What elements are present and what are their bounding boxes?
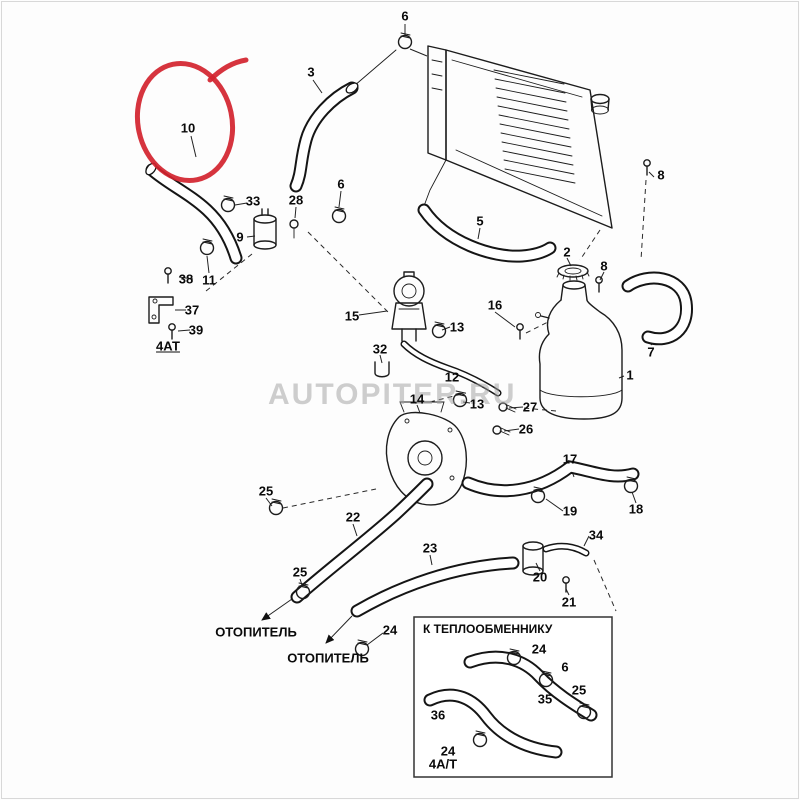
water-outlet-housing	[385, 401, 468, 506]
clamp-6-icon	[397, 32, 413, 50]
watermark: AUTOPITER.RU	[268, 378, 517, 411]
part-label-13: 13	[449, 319, 465, 335]
part-label-33: 33	[245, 193, 261, 209]
part-label-11: 11	[202, 272, 216, 288]
part-label-6: 6	[337, 176, 345, 192]
part-label-24: 24	[531, 641, 547, 657]
caption: 4АТ	[156, 338, 180, 354]
part-label-39: 39	[188, 322, 204, 338]
clamp-6-icon	[331, 206, 347, 224]
sensor-26	[492, 425, 511, 436]
bolt-39-icon	[168, 323, 176, 340]
assembly-dashed-lines	[205, 179, 647, 612]
part-label-38: 38	[178, 271, 194, 287]
part-label-26: 26	[518, 421, 534, 437]
part-label-28: 28	[288, 192, 304, 208]
part-label-22: 22	[345, 509, 361, 525]
caption: ОТОПИТЕЛЬ	[287, 650, 369, 666]
expansion-tank	[535, 280, 623, 420]
part-label-37: 37	[184, 302, 200, 318]
part-label-3: 3	[307, 64, 315, 80]
heater-arrow-icon	[261, 598, 293, 621]
part-label-6: 6	[401, 8, 409, 24]
part-label-21: 21	[561, 594, 577, 610]
caption: ОТОПИТЕЛЬ	[215, 624, 297, 640]
caption: 4А/Т	[428, 756, 458, 772]
hose-10	[145, 162, 243, 265]
part-label-24: 24	[382, 622, 398, 638]
part-label-19: 19	[562, 503, 578, 519]
filler-neck	[590, 93, 610, 115]
heater-hose-23	[325, 556, 520, 644]
part-label-9: 9	[236, 229, 244, 245]
bracket-37	[148, 296, 174, 324]
hose-3	[289, 49, 397, 193]
part-label-12: 12	[444, 369, 460, 385]
hose-17	[461, 460, 640, 498]
outlet-pipe-12	[400, 340, 502, 397]
part-label-36: 36	[430, 707, 446, 723]
part-label-35: 35	[537, 691, 553, 707]
inset-hose-36	[423, 688, 563, 759]
heater-arrow-icon	[325, 615, 353, 644]
part-label-23: 23	[422, 540, 438, 556]
inset-hose-35	[463, 650, 598, 722]
part-label-20: 20	[532, 569, 548, 585]
bolt-21-icon	[562, 576, 570, 593]
part-label-7: 7	[647, 344, 655, 360]
part-label-34: 34	[588, 527, 604, 543]
part-label-10: 10	[180, 120, 196, 136]
bolt-16-icon	[516, 323, 524, 340]
part-label-8: 8	[600, 258, 608, 274]
hose-5	[417, 203, 557, 263]
part-label-2: 2	[563, 244, 571, 260]
part-label-27: 27	[522, 399, 538, 415]
clamp-11-icon	[199, 238, 215, 256]
thermostat-assembly	[391, 271, 427, 342]
radiator	[423, 45, 613, 229]
bolt-8-icon	[595, 276, 603, 293]
bolt-38-icon	[164, 267, 172, 284]
clamp-25-icon	[268, 498, 284, 516]
part-label-13: 13	[469, 396, 485, 412]
part-label-25: 25	[571, 682, 587, 698]
valve-9	[253, 208, 299, 250]
junction-20	[522, 541, 590, 576]
part-label-25: 25	[292, 564, 308, 580]
inset-box	[413, 616, 613, 778]
hose-7	[621, 271, 693, 346]
clamp-33-icon	[220, 195, 236, 213]
bracket-32	[374, 361, 390, 378]
radiator-fins	[493, 69, 576, 184]
part-label-6: 6	[561, 659, 569, 675]
part-label-32: 32	[372, 341, 388, 357]
part-label-24: 24	[440, 743, 456, 759]
heater-hose-22	[261, 477, 434, 621]
red-highlight-circle	[134, 57, 249, 184]
part-label-1: 1	[626, 367, 634, 383]
part-label-17: 17	[562, 451, 578, 467]
part-label-15: 15	[344, 308, 360, 324]
inset-title: К ТЕПЛООБМЕННИКУ	[423, 622, 553, 636]
part-label-14: 14	[409, 391, 425, 407]
part-label-16: 16	[487, 297, 503, 313]
part-label-8: 8	[657, 167, 665, 183]
radiator-cap	[556, 264, 590, 281]
fitting-28	[289, 219, 299, 229]
part-label-18: 18	[628, 501, 644, 517]
part-label-5: 5	[476, 213, 484, 229]
part-label-25: 25	[258, 483, 274, 499]
